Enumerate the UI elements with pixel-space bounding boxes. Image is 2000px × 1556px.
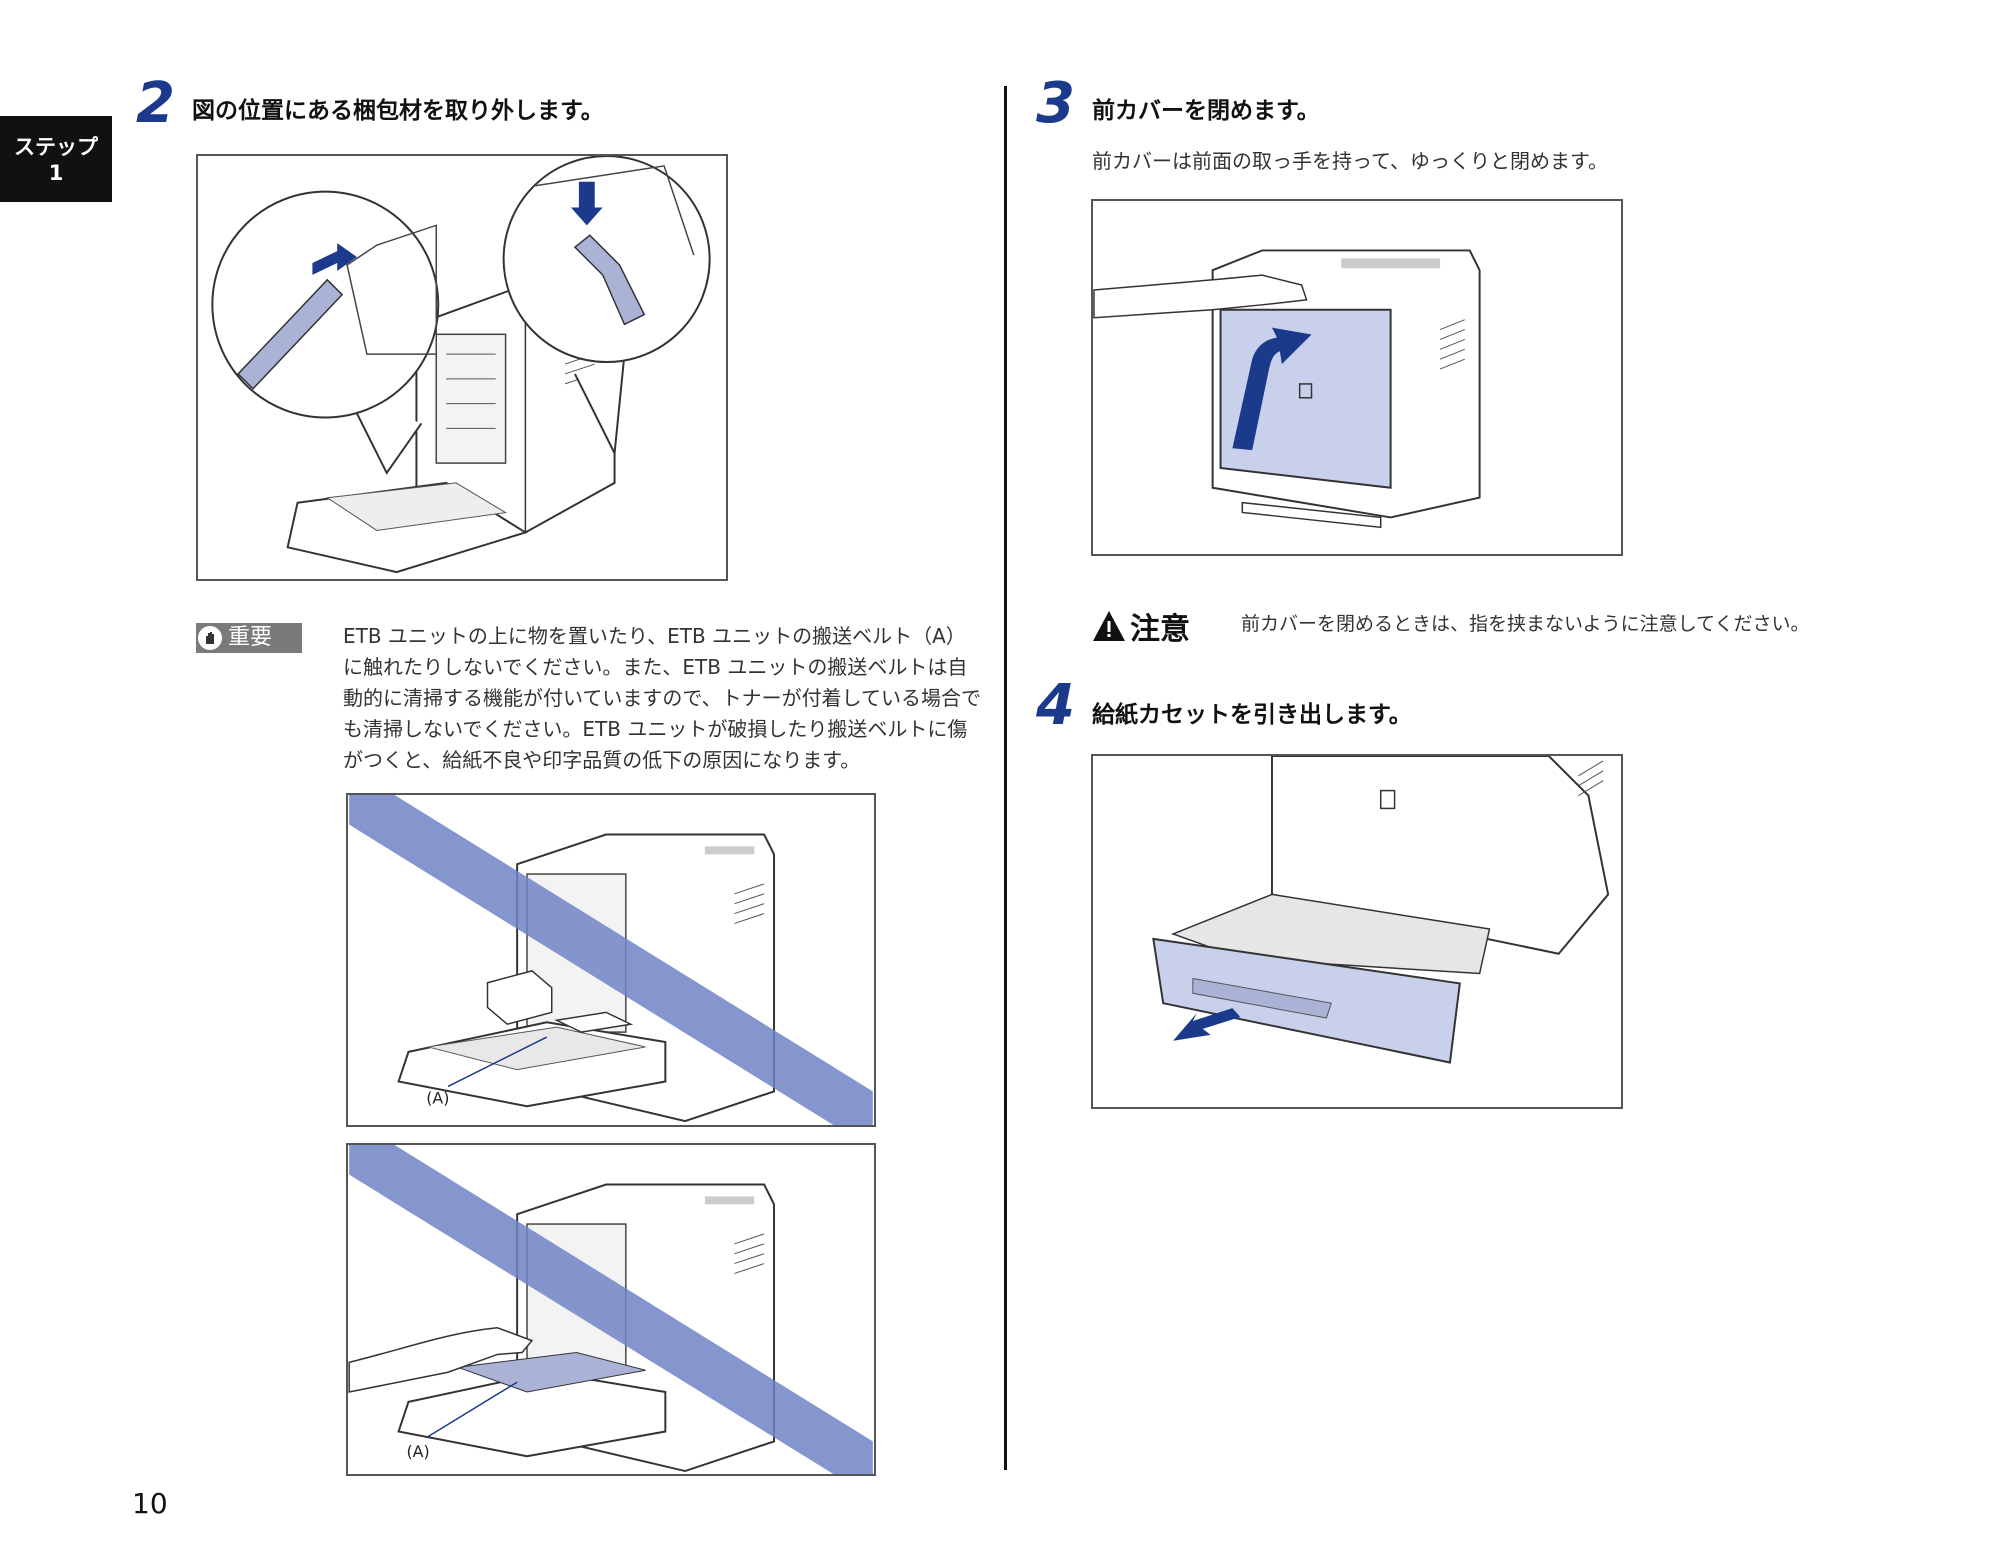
important-line: に触れたりしないでください。また、ETB ユニットの搬送ベルトは自 [343, 655, 968, 679]
caution-badge: 注意 [1092, 604, 1190, 648]
important-line: 動的に清掃する機能が付いていますので、トナーが付着している場合で [343, 686, 981, 710]
important-line: がつくと、給紙不良や印字品質の低下の原因になります。 [343, 748, 861, 772]
warning-triangle-icon [1093, 611, 1125, 641]
caution-text: 前カバーを閉めるときは、指を挟まないように注意してください。 [1241, 613, 1810, 635]
side-tab-label: ステップ [14, 135, 98, 159]
step-number-4: 4 [1036, 673, 1075, 738]
caution-label: 注意 [1130, 612, 1190, 647]
step-number-3: 3 [1036, 71, 1075, 136]
step-side-tab: ステップ 1 [0, 116, 112, 202]
step-3-body: 前カバーは前面の取っ手を持って、ゆっくりと閉めます。 [1092, 149, 1608, 173]
step-4-heading: 給紙カセットを引き出します。 [1092, 702, 1412, 728]
page-number: 10 [132, 1487, 168, 1520]
column-divider [1004, 86, 1007, 1470]
figure-close-front-cover [1091, 199, 1623, 556]
step-3-heading: 前カバーを閉めます。 [1092, 98, 1320, 124]
important-line: ETB ユニットの上に物を置いたり、ETB ユニットの搬送ベルト（A） [343, 624, 966, 648]
step-number-2: 2 [136, 71, 175, 136]
belt-label-a: (A) [406, 1442, 429, 1461]
side-tab-number: 1 [48, 161, 64, 185]
hand-stop-icon [198, 626, 222, 650]
important-text: ETB ユニットの上に物を置いたり、ETB ユニットの搬送ベルト（A） に触れた… [343, 621, 993, 776]
figure-pull-paper-cassette [1091, 754, 1623, 1109]
important-badge: 重要 [196, 623, 302, 653]
step-2-heading: 図の位置にある梱包材を取り外します。 [192, 98, 604, 124]
important-line: も清掃しないでください。ETB ユニットが破損したり搬送ベルトに傷 [343, 717, 968, 741]
belt-label-a: (A) [426, 1088, 449, 1107]
figure-prohibited-touch-belt: (A) [346, 1143, 876, 1476]
figure-prohibited-object-on-belt: (A) [346, 793, 876, 1127]
important-label: 重要 [228, 625, 273, 650]
figure-remove-packing [196, 154, 728, 581]
